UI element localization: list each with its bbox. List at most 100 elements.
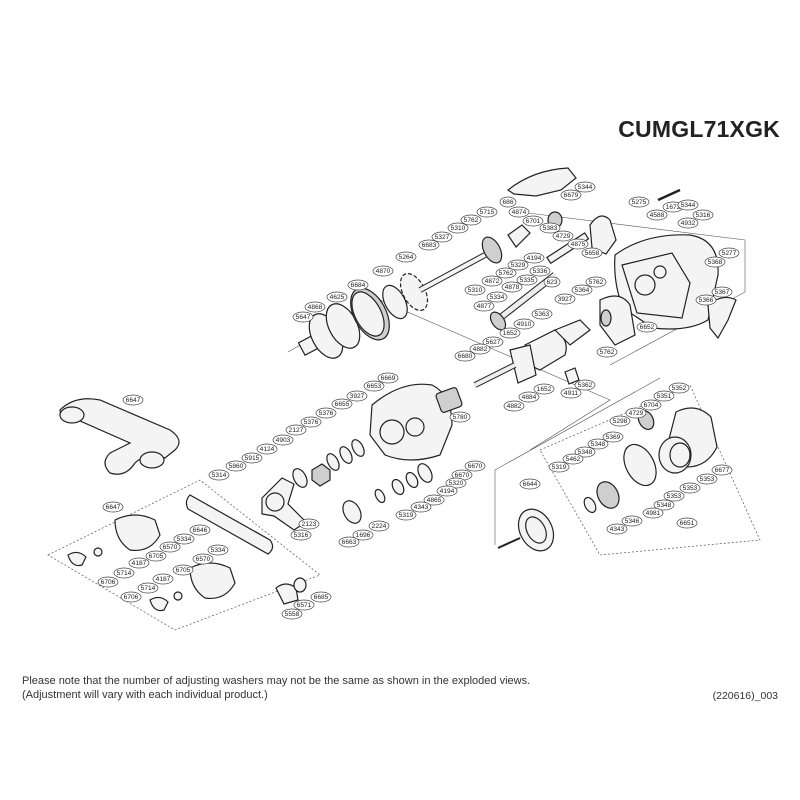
- part-number-text: 5364: [575, 287, 590, 294]
- part-number-text: 6570: [196, 556, 211, 563]
- part-number-text: 5319: [552, 464, 567, 471]
- part-label-4625: 4625: [326, 291, 348, 303]
- part-label-bubble: [519, 478, 541, 490]
- part-label-bubble: [508, 206, 530, 218]
- part-number-text: 4875: [571, 241, 586, 248]
- part-label-5376: 5376: [315, 407, 337, 419]
- part-label-5376: 5376: [300, 416, 322, 428]
- part-label-bubble: [636, 321, 658, 333]
- part-label-5320: 5320: [445, 477, 467, 489]
- part-label-1696: 1696: [352, 529, 374, 541]
- part-label-6670: 6670: [464, 460, 486, 472]
- part-number-text: 5376: [319, 410, 334, 417]
- part-number-text: 5647: [296, 314, 311, 321]
- part-label-bubble: [377, 372, 399, 384]
- part-label-5362: 5362: [574, 379, 596, 391]
- part-label-bubble: [642, 507, 664, 519]
- part-label-6683: 6683: [418, 239, 440, 251]
- part-label-5335: 5335: [516, 274, 538, 286]
- part-label-4910: 4910: [513, 318, 535, 330]
- part-number-text: 5329: [511, 262, 526, 269]
- part-label-3927: 3927: [554, 293, 576, 305]
- handle-assembly-top: [59, 398, 180, 475]
- part-label-5275: 5275: [628, 196, 650, 208]
- part-number-text: 4194: [440, 488, 455, 495]
- part-label-bubble: [696, 473, 718, 485]
- part-label-bubble: [300, 416, 322, 428]
- part-label-bubble: [464, 284, 486, 296]
- part-label-bubble: [653, 390, 675, 402]
- part-label-bubble: [606, 523, 628, 535]
- part-number-text: 4870: [376, 268, 391, 275]
- part-number-text: 4729: [629, 410, 644, 417]
- part-label-5383: 5383: [539, 222, 561, 234]
- part-number-text: 2224: [372, 523, 387, 530]
- part-label-5334: 5334: [486, 291, 508, 303]
- part-label-6652: 6652: [636, 321, 658, 333]
- part-number-text: 4882: [473, 346, 488, 353]
- part-label-5319: 5319: [548, 461, 570, 473]
- part-label-6677: 6677: [711, 464, 733, 476]
- part-label-bubble: [711, 286, 733, 298]
- part-label-5319: 5319: [395, 509, 417, 521]
- part-label-bubble: [310, 591, 332, 603]
- part-label-bubble: [285, 424, 307, 436]
- part-label-bubble: [395, 251, 417, 263]
- note-line-2: (Adjustment will vary with each individu…: [22, 689, 268, 701]
- part-label-4882: 4882: [503, 400, 525, 412]
- part-label-bubble: [677, 199, 699, 211]
- part-label-bubble: [609, 415, 631, 427]
- model-title: CUMGL71XGK: [618, 116, 780, 142]
- part-label-5714: 5714: [113, 567, 135, 579]
- part-label-bubble: [447, 222, 469, 234]
- part-number-text: 5368: [708, 259, 723, 266]
- part-label-4878: 4878: [501, 281, 523, 293]
- part-label-5714: 5714: [137, 582, 159, 594]
- part-label-5860: 5860: [225, 460, 247, 472]
- part-label-5762: 5762: [460, 214, 482, 226]
- part-label-5348: 5348: [574, 446, 596, 458]
- part-label-bubble: [445, 477, 467, 489]
- part-number-text: 5327: [435, 234, 450, 241]
- part-label-5351: 5351: [653, 390, 675, 402]
- part-label-4884: 4884: [518, 391, 540, 403]
- part-number-text: 6570: [163, 544, 178, 551]
- part-label-4729: 4729: [625, 407, 647, 419]
- part-label-5915: 5915: [241, 452, 263, 464]
- part-label-bubble: [503, 400, 525, 412]
- part-label-bubble: [495, 267, 517, 279]
- part-label-bubble: [189, 524, 211, 536]
- part-label-bubble: [431, 231, 453, 243]
- part-label-bubble: [692, 209, 714, 221]
- part-number-text: 6646: [193, 527, 208, 534]
- part-label-6680: 6680: [454, 350, 476, 362]
- part-label-5715: 5715: [476, 206, 498, 218]
- part-label-4194: 4194: [436, 485, 458, 497]
- part-label-4877: 4877: [473, 300, 495, 312]
- part-number-text: 5310: [468, 287, 483, 294]
- part-label-5329: 5329: [507, 259, 529, 271]
- part-number-text: 4343: [610, 526, 625, 533]
- part-label-bubble: [192, 553, 214, 565]
- part-number-text: 5319: [399, 512, 414, 519]
- part-number-text: 5314: [212, 472, 227, 479]
- handle-group-outline: [47, 479, 321, 631]
- part-label-5462: 5462: [562, 453, 584, 465]
- part-label-bubble: [173, 533, 195, 545]
- part-number-text: 5346: [625, 518, 640, 525]
- part-number-text: 686: [502, 199, 513, 206]
- part-label-bubble: [172, 564, 194, 576]
- part-label-6706: 6706: [97, 576, 119, 588]
- part-number-text: 623: [546, 279, 557, 286]
- part-label-6701: 6701: [522, 215, 544, 227]
- part-number-text: 6679: [564, 192, 579, 199]
- part-label-bubble: [120, 591, 142, 603]
- part-number-text: 5334: [211, 547, 226, 554]
- part-label-6644: 6644: [519, 478, 541, 490]
- part-number-text: 6706: [101, 579, 116, 586]
- part-label-bubble: [596, 346, 618, 358]
- part-number-text: 5363: [535, 311, 550, 318]
- part-label-4194: 4194: [523, 252, 545, 264]
- part-number-text: 6571: [297, 602, 312, 609]
